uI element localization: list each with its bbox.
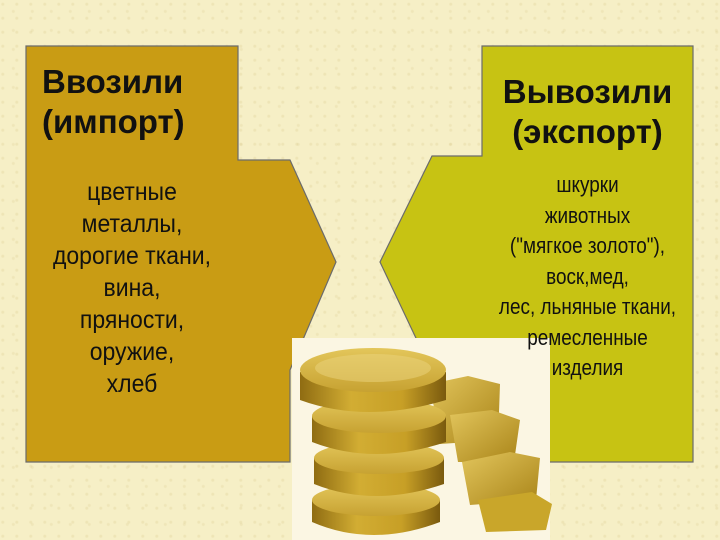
import-items: цветные металлы, дорогие ткани, вина, пр… — [26, 176, 238, 400]
import-item: оружие, — [89, 338, 175, 366]
import-item: хлеб — [106, 370, 158, 398]
export-items: шкурки животных ("мягкое золото"), воск,… — [482, 170, 693, 384]
export-heading: Вывозили (экспорт) — [482, 72, 693, 152]
export-item: лес, льняные ткани, — [498, 294, 677, 319]
export-item: ремесленные — [527, 324, 648, 350]
import-heading: Ввозили (импорт) — [28, 62, 238, 142]
export-item: ("мягкое золото"), — [509, 233, 666, 258]
beeswax-image — [292, 338, 552, 540]
import-heading-line: (импорт) — [42, 103, 185, 140]
export-heading-line: Вывозили — [502, 73, 673, 110]
import-item: металлы, — [81, 210, 183, 238]
import-heading-line: Ввозили — [42, 63, 184, 100]
import-item: пряности, — [79, 306, 185, 334]
import-item: вина, — [103, 274, 161, 302]
import-item: цветные — [87, 178, 177, 206]
import-item: дорогие ткани, — [52, 242, 212, 270]
export-item: изделия — [551, 355, 624, 380]
import-panel-shape — [25, 45, 337, 463]
export-item: шкурки — [556, 172, 619, 197]
export-item: животных — [544, 202, 631, 228]
export-heading-line: (экспорт) — [512, 113, 663, 150]
export-item: воск,мед, — [546, 263, 629, 289]
